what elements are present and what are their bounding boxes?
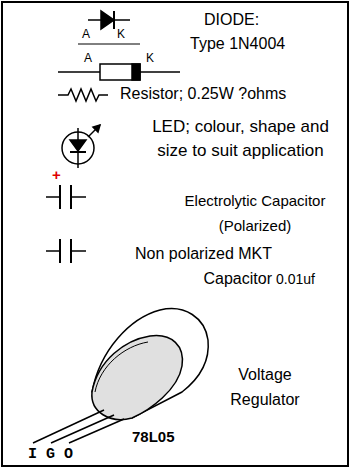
polarity-mark: + bbox=[52, 166, 61, 184]
pin-name: G bbox=[46, 446, 55, 464]
electrolytic-capacitor-symbol bbox=[46, 185, 86, 209]
diode-symbol bbox=[78, 11, 140, 44]
anode-label: A bbox=[82, 27, 90, 41]
cathode-label: K bbox=[146, 51, 154, 65]
component-note: Electrolytic Capacitor (Polarized) bbox=[175, 188, 335, 238]
component-note: LED; colour, shape and size to suit appl… bbox=[143, 115, 338, 163]
cathode-label: K bbox=[117, 27, 125, 41]
resistor-symbol bbox=[58, 89, 108, 101]
pin-name: O bbox=[64, 446, 73, 464]
mkt-capacitor-symbol bbox=[46, 239, 86, 263]
part-number: Type 1N4004 bbox=[190, 34, 285, 53]
pin-name: I bbox=[28, 446, 37, 464]
anode-label: A bbox=[84, 51, 92, 65]
component-note: Voltage Regulator bbox=[220, 362, 310, 412]
part-number: 78L05 bbox=[132, 428, 175, 446]
component-note: Non polarized MKT Capacitor bbox=[118, 241, 272, 291]
component-note: Resistor; 0.25W ?ohms bbox=[120, 84, 286, 103]
regulator-symbol bbox=[33, 309, 208, 443]
diode-body bbox=[58, 64, 180, 80]
led-symbol bbox=[62, 125, 100, 168]
capacitor-value: 0.01uf bbox=[276, 271, 315, 288]
component-name: DIODE: bbox=[204, 10, 259, 29]
